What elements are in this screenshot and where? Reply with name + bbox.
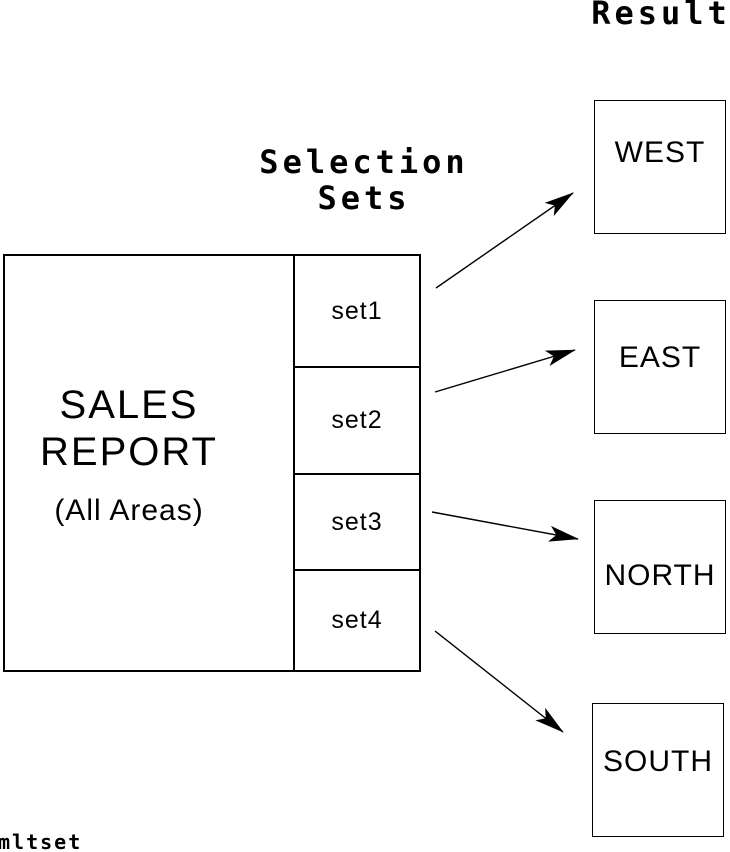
arrow-set4-to-south [434,630,564,733]
sales-report-title-line2: REPORT [40,430,218,474]
set-cell-set1: set1 [295,256,419,366]
south-label: SOUTH [603,745,713,778]
result-box-west: WEST [594,100,726,234]
sales-report-box: SALES REPORT (All Areas) set1 set2 set3 … [3,254,421,672]
set4-label: set4 [331,606,383,634]
sales-report-title-line1: SALES [59,383,199,427]
result-box-east: EAST [594,300,726,434]
set-cell-set4: set4 [295,569,419,670]
sales-report-text: SALES REPORT (All Areas) [5,382,253,529]
arrow-set2-to-east [434,349,576,393]
selection-sets-column: set1 set2 set3 set4 [293,256,419,670]
west-label: WEST [614,136,706,169]
set3-label: set3 [331,507,383,536]
east-label: EAST [618,341,702,374]
sales-report-cell: SALES REPORT (All Areas) [5,256,293,670]
set-cell-set2: set2 [295,366,419,473]
selection-sets-heading-line2: Sets [317,179,411,217]
arrow-set3-to-north [431,511,579,542]
result-heading: Result [591,0,730,32]
selection-sets-heading-line1: Selection [259,143,469,181]
result-box-north: NORTH [594,500,726,634]
set-cell-set3: set3 [295,473,419,569]
selection-sets-heading: Selection Sets [242,144,486,216]
figure-tag: mltset [0,830,83,852]
set1-label: set1 [331,296,383,325]
result-box-south: SOUTH [592,703,724,837]
sales-report-subtitle: (All Areas) [54,494,204,527]
north-label: NORTH [604,559,716,592]
set2-label: set2 [331,406,383,434]
